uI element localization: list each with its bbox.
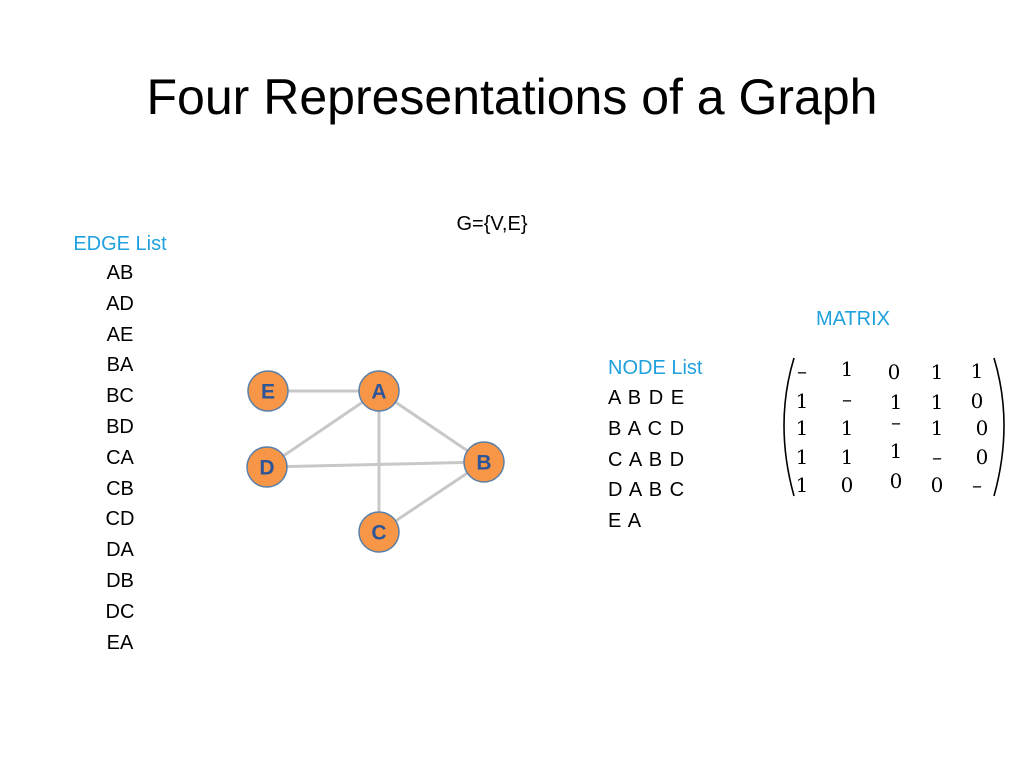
node-list-heading: NODE List bbox=[608, 357, 703, 379]
matrix-cell-r5-c3: 0 bbox=[890, 469, 903, 493]
edge-list: EDGE List AB AD AE BA BC BD CA CB CD DA … bbox=[60, 230, 180, 658]
graph-edge-ad bbox=[266, 389, 380, 469]
matrix-cell-r4-c2: 1 bbox=[841, 445, 854, 469]
graph-edge-ab bbox=[378, 389, 485, 464]
graph-definition: G={V,E} bbox=[456, 213, 528, 235]
graph-node-a: A bbox=[358, 370, 400, 412]
matrix-left-paren bbox=[783, 357, 795, 497]
graph-node-label: B bbox=[476, 452, 491, 475]
matrix-heading: MATRIX bbox=[815, 308, 891, 330]
graph-node-circle bbox=[247, 370, 289, 412]
graph-node-label: D bbox=[259, 457, 274, 480]
edge-list-item: DA bbox=[106, 539, 134, 562]
slide-title: Four Representations of a Graph bbox=[146, 69, 878, 125]
graph-diagram: E A D B C bbox=[246, 370, 505, 553]
graph-node-circle bbox=[246, 446, 288, 488]
matrix-cell-r1-c5: 1 bbox=[971, 359, 984, 383]
graph-edges bbox=[266, 389, 485, 534]
matrix-cell-r1-c3: 0 bbox=[888, 360, 901, 384]
node-list-row: C A B D bbox=[608, 448, 686, 471]
graph-edge-bc bbox=[378, 460, 485, 534]
edge-list-heading: EDGE List bbox=[73, 233, 167, 255]
edge-list-item: DB bbox=[106, 569, 134, 592]
edge-list-item: AE bbox=[106, 323, 134, 346]
edge-list-item: AB bbox=[106, 262, 134, 284]
node-list-row: E A bbox=[608, 510, 643, 533]
graph-node-circle bbox=[358, 511, 400, 553]
matrix-cell-r2-c2: – bbox=[842, 387, 852, 411]
matrix-cell-r3-c4: 1 bbox=[931, 416, 944, 440]
matrix-cell-r5-c5: – bbox=[972, 473, 982, 497]
edge-list-item: AD bbox=[106, 292, 134, 315]
matrix-cell-r3-c5: 0 bbox=[976, 416, 989, 440]
edge-list-item: BD bbox=[106, 415, 134, 438]
matrix-cell-r4-c3: 1 bbox=[890, 439, 903, 463]
matrix-cell-r3-c1: 1 bbox=[796, 416, 809, 440]
node-list-row: A B D E bbox=[608, 387, 686, 409]
graph-edge-db bbox=[266, 460, 485, 469]
edge-list-item: CA bbox=[106, 446, 134, 469]
graph-node-label: C bbox=[371, 522, 386, 545]
graph-node-label: E bbox=[261, 381, 275, 404]
matrix-right-paren bbox=[993, 357, 1005, 497]
graph-node-label: A bbox=[371, 381, 386, 404]
matrix-cell-r5-c4: 0 bbox=[931, 473, 944, 497]
matrix-cell-r4-c1: 1 bbox=[796, 445, 809, 469]
graph-node-b: B bbox=[463, 441, 505, 483]
matrix-cell-r5-c2: 0 bbox=[841, 473, 854, 497]
edge-list-item: CB bbox=[106, 477, 134, 500]
matrix-cell-r4-c4: – bbox=[932, 445, 942, 469]
matrix-cell-r5-c1: 1 bbox=[796, 473, 809, 497]
matrix-cell-r2-c3: 1 bbox=[890, 390, 903, 414]
matrix-cell-r3-c2: 1 bbox=[841, 416, 854, 440]
matrix-cell-r1-c4: 1 bbox=[931, 360, 944, 384]
node-list-row: D A B C bbox=[608, 479, 686, 502]
graph-node-c: C bbox=[358, 511, 400, 553]
graph-node-circle bbox=[358, 370, 400, 412]
edge-list-item: CD bbox=[105, 508, 135, 531]
graph-node-d: D bbox=[246, 446, 288, 488]
edge-list-item: BA bbox=[106, 354, 134, 377]
matrix-cell-r4-c5: 0 bbox=[976, 445, 989, 469]
node-list-row: B A C D bbox=[608, 417, 686, 440]
graph-node-e: E bbox=[247, 370, 289, 412]
matrix-cell-r2-c4: 1 bbox=[931, 390, 944, 414]
edge-list-item: BC bbox=[106, 385, 134, 408]
graph-node-circle bbox=[463, 441, 505, 483]
edge-list-item: EA bbox=[106, 631, 134, 654]
matrix-cell-r3-c3: – bbox=[891, 410, 901, 434]
matrix-cell-r1-c1: – bbox=[797, 359, 807, 383]
matrix-cell-r1-c2: 1 bbox=[841, 357, 854, 381]
matrix-cell-r2-c5: 0 bbox=[971, 389, 984, 413]
node-list: NODE List A B D E B A C D C A B D D A B … bbox=[608, 353, 748, 537]
matrix-cell-r2-c1: 1 bbox=[796, 389, 809, 413]
edge-list-item: DC bbox=[105, 600, 135, 623]
